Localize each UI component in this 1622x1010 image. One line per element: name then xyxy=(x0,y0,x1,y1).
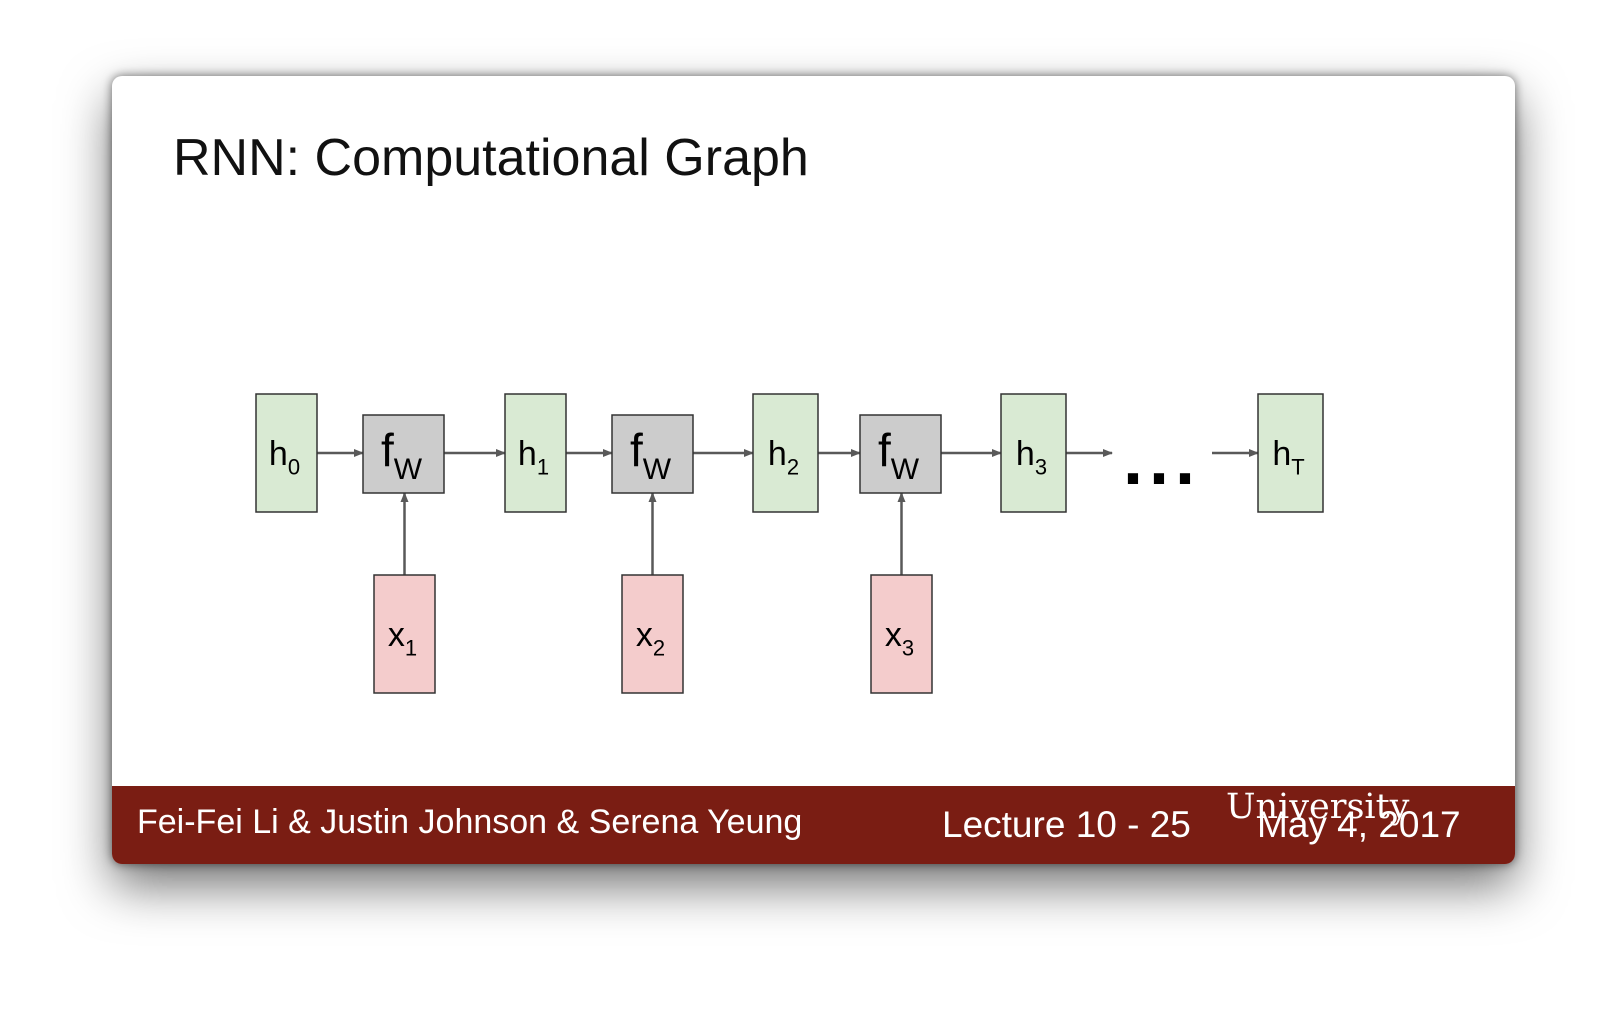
input-x1-label: x1 xyxy=(388,616,417,661)
hidden-state-1-label: h1 xyxy=(518,435,549,480)
function-fw-2-label: fW xyxy=(630,424,672,486)
function-fw-3: fW xyxy=(859,414,942,494)
footer-lecture-number: Lecture 10 - 25 xyxy=(942,804,1191,845)
hidden-state-2: h2 xyxy=(752,393,819,513)
function-fw-2-box xyxy=(611,414,694,494)
rnn-computational-graph: h0 h1 h2 h3 hT fW fW fW x1 x2 x3... xyxy=(255,393,1324,694)
function-fw-1-box xyxy=(362,414,445,494)
input-x2: x2 xyxy=(621,574,684,694)
hidden-state-3-label: h3 xyxy=(1016,435,1047,480)
graph-edges xyxy=(317,449,1259,575)
input-x3-label: x3 xyxy=(885,616,914,661)
ellipsis: ... xyxy=(1123,420,1201,500)
footer-authors: Fei-Fei Li & Justin Johnson & Serena Yeu… xyxy=(137,803,803,841)
hidden-state-0: h0 xyxy=(255,393,318,513)
input-x1: x1 xyxy=(373,574,436,694)
input-x2-label: x2 xyxy=(636,616,665,661)
hidden-state-2-label: h2 xyxy=(768,435,799,480)
function-fw-2: fW xyxy=(611,414,694,494)
hidden-state-0-box xyxy=(255,393,318,513)
slide-footer: Fei-Fei Li & Justin Johnson & Serena Yeu… xyxy=(112,786,1515,864)
graph-nodes: h0 h1 h2 h3 hT fW fW fW x1 x2 x3... xyxy=(255,393,1324,694)
hidden-state-3: h3 xyxy=(1000,393,1067,513)
footer-date: May 4, 2017 xyxy=(1257,804,1461,845)
hidden-state-1-box xyxy=(504,393,567,513)
slide: RNN: Computational Graph h0 h1 h2 h3 hT fW fW f… xyxy=(112,76,1515,864)
university-watermark: University xyxy=(1226,787,1410,827)
function-fw-3-box xyxy=(859,414,942,494)
input-x2-box xyxy=(621,574,684,694)
input-x3: x3 xyxy=(870,574,933,694)
hidden-state-t-label: hT xyxy=(1272,435,1304,480)
hidden-state-t-box xyxy=(1257,393,1324,513)
function-fw-1: fW xyxy=(362,414,445,494)
hidden-state-2-box xyxy=(752,393,819,513)
input-x1-box xyxy=(373,574,436,694)
input-x3-box xyxy=(870,574,933,694)
hidden-state-3-box xyxy=(1000,393,1067,513)
hidden-state-t: hT xyxy=(1257,393,1324,513)
function-fw-3-label: fW xyxy=(878,424,920,486)
hidden-state-1: h1 xyxy=(504,393,567,513)
hidden-state-0-label: h0 xyxy=(269,435,300,480)
function-fw-1-label: fW xyxy=(381,424,423,486)
slide-title: RNN: Computational Graph xyxy=(173,129,809,187)
